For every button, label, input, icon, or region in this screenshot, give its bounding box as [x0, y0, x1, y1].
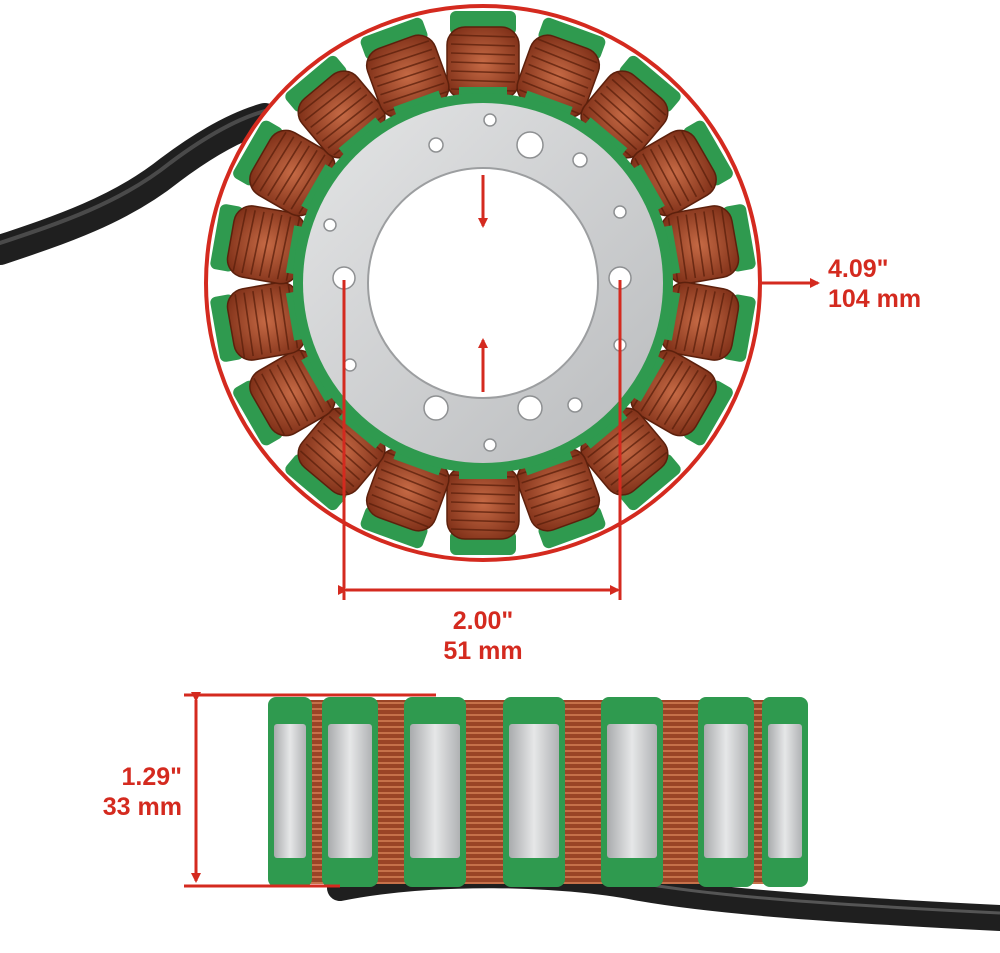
mounting-hole [428, 137, 444, 153]
coil [446, 11, 520, 103]
mounting-hole [567, 397, 583, 413]
center-bore [367, 167, 599, 399]
side-pole [322, 697, 378, 887]
annotation-lines [184, 175, 820, 888]
mounting-holes [323, 113, 632, 452]
outer-diameter-inches: 4.09" [828, 255, 889, 283]
height-mm: 33 mm [102, 793, 182, 821]
height-label: 1.29" 33 mm [60, 762, 182, 822]
mounting-hole [483, 438, 497, 452]
inner-diameter-mm: 42 mm [443, 285, 523, 313]
bolt-spacing-label: 2.00" 51 mm [418, 606, 548, 666]
side-pole [762, 697, 808, 887]
side-pole [601, 697, 663, 887]
top-cable [0, 103, 280, 265]
mounting-hole [483, 113, 497, 127]
coil [233, 349, 340, 446]
inner-diameter-inches: 1.65" [452, 255, 514, 283]
mounting-hole [423, 395, 449, 421]
mounting-hole [516, 131, 544, 159]
coil [656, 281, 756, 362]
side-pole [503, 697, 565, 887]
bolt-spacing-mm: 51 mm [443, 637, 523, 665]
mounting-hole [613, 205, 627, 219]
top-cable-sheen [0, 109, 267, 245]
side-pole [404, 697, 466, 887]
mounting-hole [572, 152, 588, 168]
side-pole [698, 697, 754, 887]
inner-diameter-label: 1.65" 42 mm [418, 254, 548, 314]
side-pole [268, 697, 312, 887]
coil [446, 463, 520, 555]
coil [360, 17, 450, 123]
coil [656, 204, 756, 285]
mounting-hole [343, 358, 357, 372]
outer-diameter-mm: 104 mm [828, 285, 922, 313]
coil [233, 120, 340, 217]
side-view-poles [268, 697, 808, 887]
outer-diameter-label: 4.09" 104 mm [828, 254, 988, 314]
height-inches: 1.29" [121, 763, 182, 791]
bolt-spacing-inches: 2.00" [452, 607, 514, 635]
mounting-hole [323, 218, 337, 232]
mounting-hole [517, 395, 543, 421]
